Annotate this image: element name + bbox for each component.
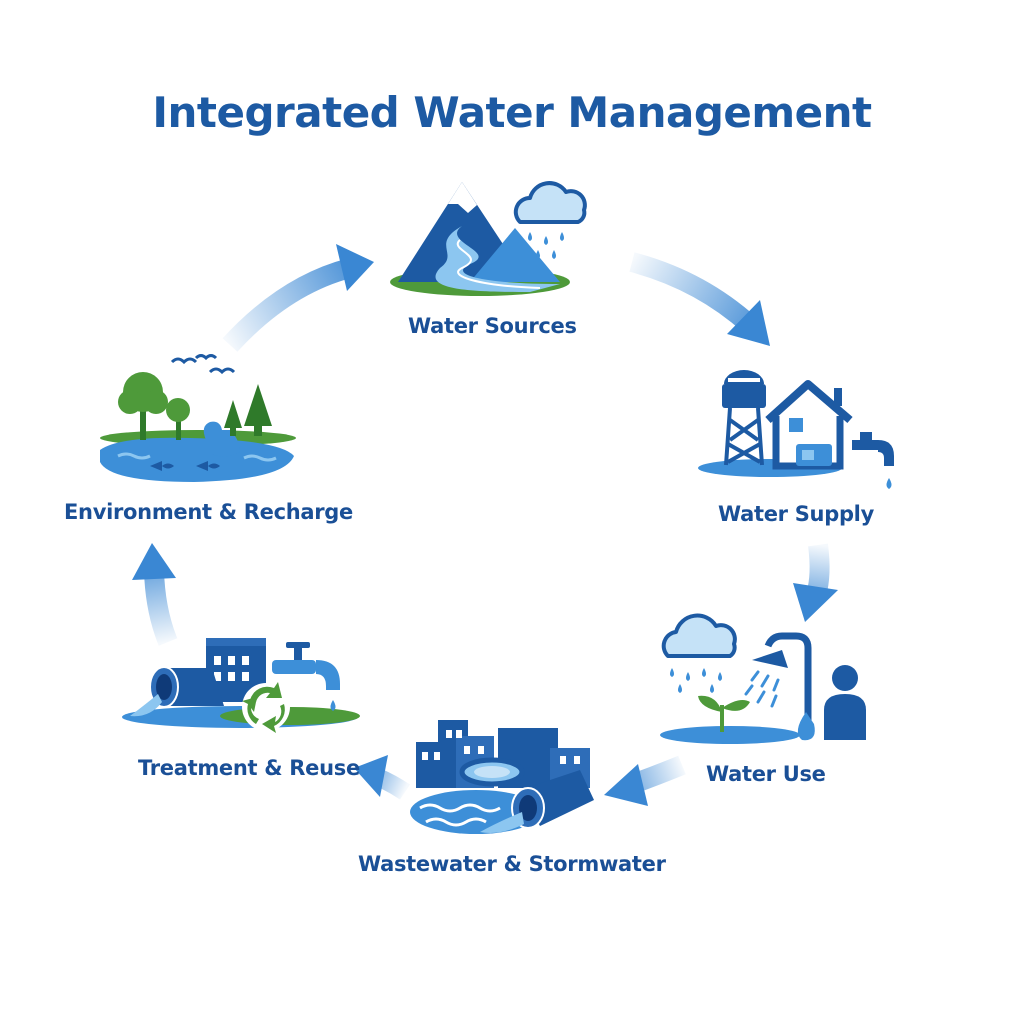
arrow-environment-to-sources	[222, 244, 374, 352]
arrow-wastewater-to-treatment	[354, 755, 410, 800]
arrow-supply-to-use	[793, 543, 838, 622]
mountain-river-rain-icon	[390, 181, 587, 296]
stage-label-water-supply: Water Supply	[718, 502, 874, 526]
arrow-treatment-to-environment	[132, 543, 178, 646]
stage-label-water-use: Water Use	[706, 762, 826, 786]
stage-label-water-sources: Water Sources	[408, 314, 577, 338]
page-title: Integrated Water Management	[152, 88, 872, 137]
pipe-plant-recycle-tap-icon	[122, 638, 360, 733]
rain-shower-plant-person-icon	[660, 613, 866, 744]
city-pipe-outflow-icon	[410, 720, 594, 834]
stage-label-wastewater-stormwater: Wastewater & Stormwater	[358, 852, 666, 876]
trees-lake-birds-icon	[100, 354, 296, 482]
stage-label-environment-recharge: Environment & Recharge	[64, 500, 353, 524]
arrow-use-to-wastewater	[604, 755, 686, 806]
water-tower-house-tap-icon	[698, 370, 894, 489]
stage-label-treatment-reuse: Treatment & Reuse	[138, 756, 360, 780]
arrow-sources-to-supply	[629, 252, 770, 346]
